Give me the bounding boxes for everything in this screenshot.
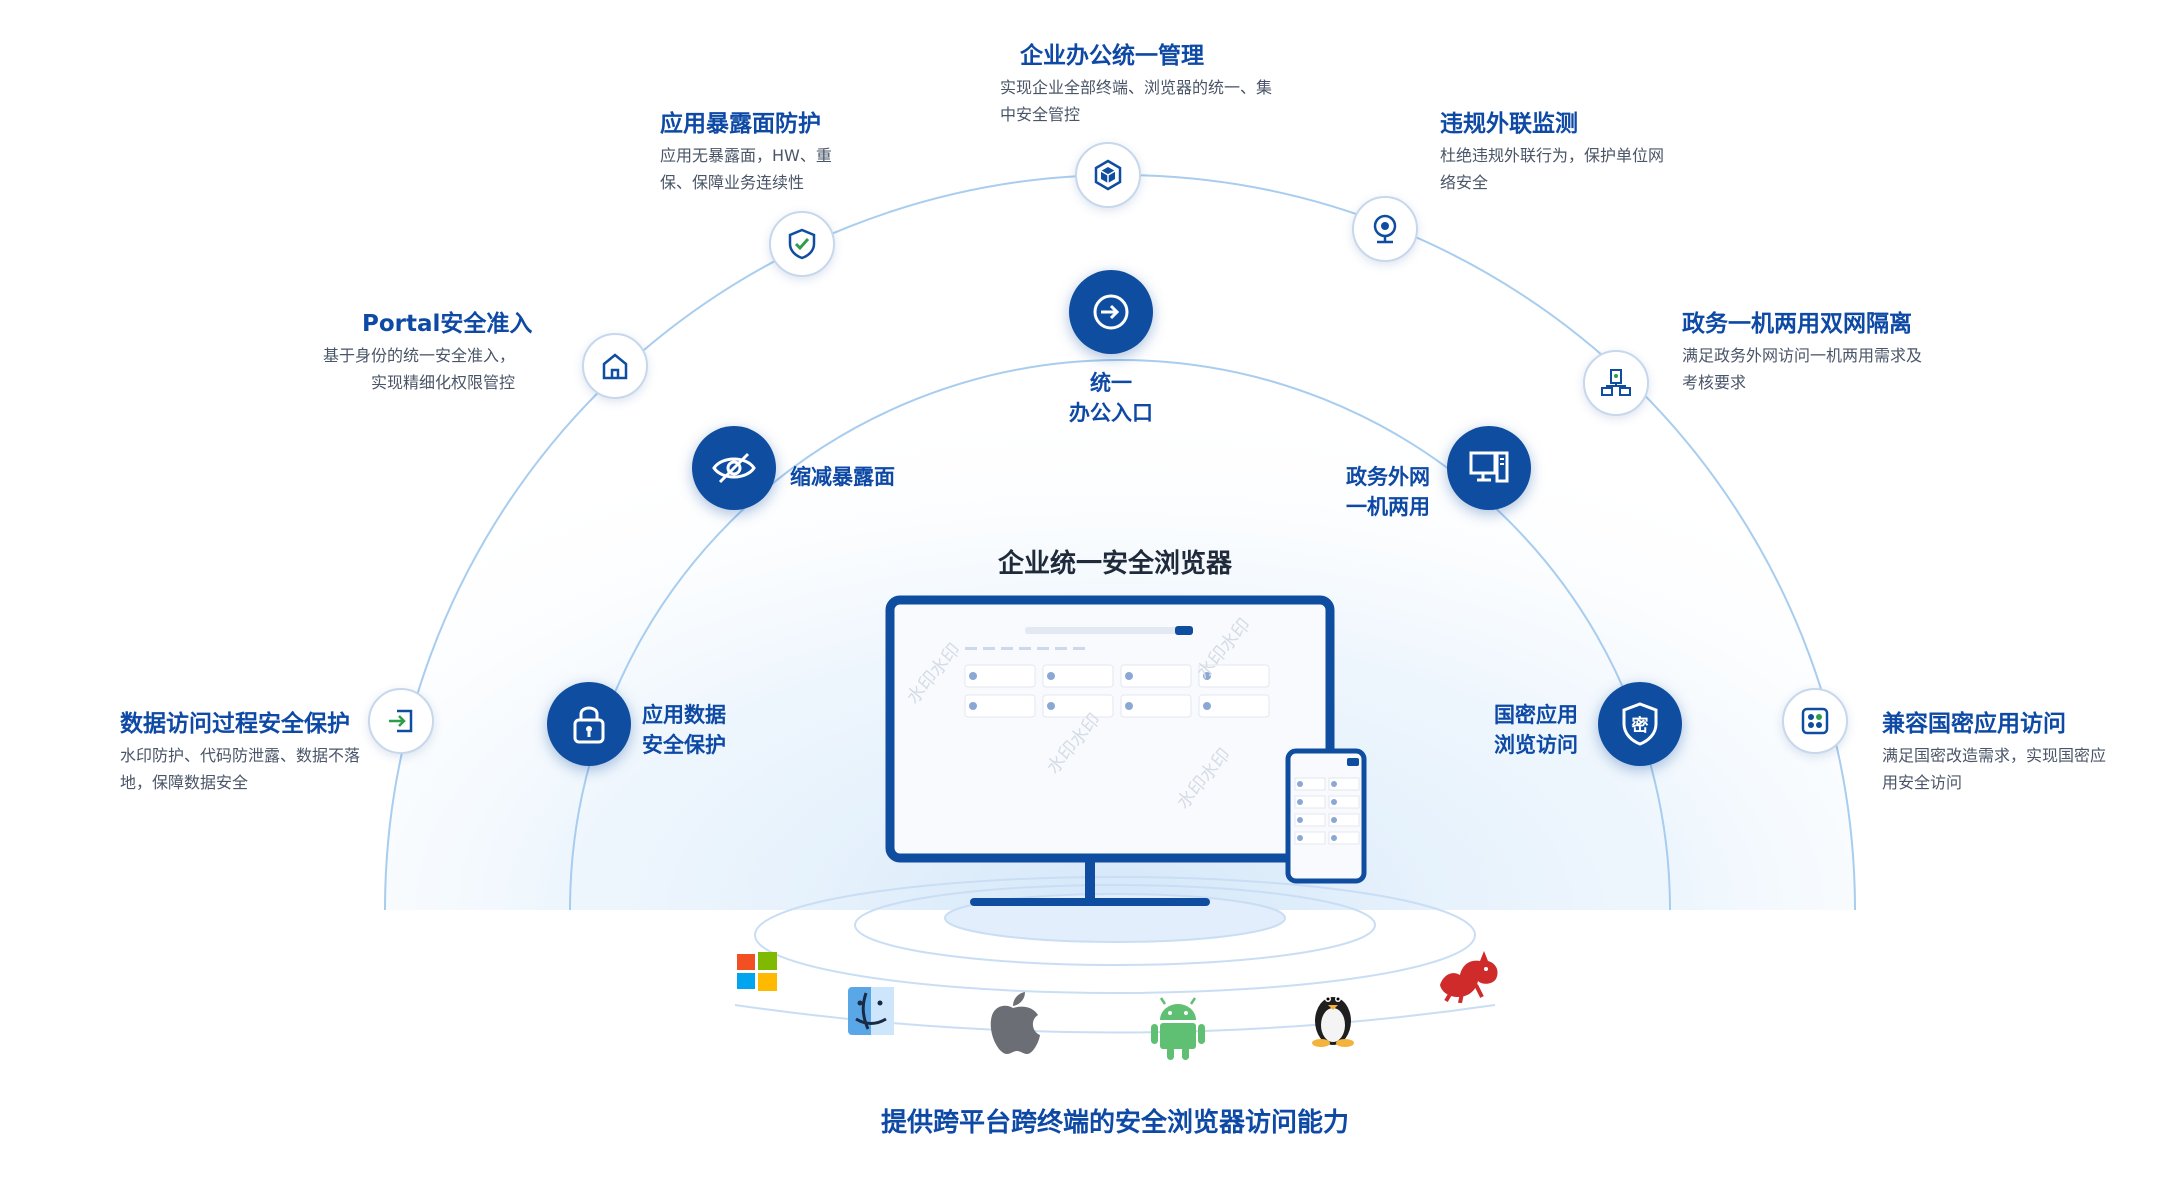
- windows-icon: [737, 952, 777, 991]
- kylin-icon: [1440, 951, 1498, 1003]
- network-icon: [1583, 350, 1649, 416]
- entry-label-line1: 统一: [1090, 371, 1132, 395]
- os-arc: [734, 1004, 1496, 1034]
- govnet-label-line1: 政务外网: [1346, 465, 1430, 489]
- monitor-icon: [1447, 426, 1531, 510]
- lock-icon: [547, 682, 631, 766]
- base-ring-1: [754, 876, 1476, 994]
- exposure-title: 应用暴露面防护: [660, 111, 821, 137]
- sm-shield-icon: 密: [1598, 682, 1682, 766]
- appdata-label-line2: 安全保护: [642, 733, 726, 757]
- portal-desc: 基于身份的统一安全准入，实现精细化权限管控: [322, 346, 515, 392]
- inner-arc: [569, 359, 1671, 911]
- android-icon: [1151, 997, 1205, 1060]
- eye-off-icon: [692, 426, 776, 510]
- gov-desc: 满足政务外网访问一机两用需求及考核要求: [1682, 346, 1923, 392]
- apps-icon: [1782, 688, 1848, 754]
- shield-check-icon: [769, 211, 835, 277]
- data-desc: 水印防护、代码防泄露、数据不落地，保障数据安全: [120, 746, 361, 792]
- data-title: 数据访问过程安全保护: [120, 711, 350, 737]
- portal-title: Portal安全准入: [362, 311, 533, 337]
- webcam-icon: [1352, 196, 1418, 262]
- finder-icon: [848, 987, 894, 1035]
- sm-label: 国密应用 浏览访问: [1468, 700, 1578, 760]
- govnet-label-line2: 一机两用: [1346, 495, 1430, 519]
- gov-title: 政务一机两用双网隔离: [1682, 311, 1912, 337]
- monitor-illustration: 水印水印 水印水印 水印水印 水印水印: [885, 595, 1335, 906]
- compat-title: 兼容国密应用访问: [1882, 711, 2066, 737]
- enter-icon: [1069, 270, 1153, 354]
- home-icon: [582, 333, 648, 399]
- phone-illustration: [1285, 748, 1367, 884]
- entry-label: 统一 办公入口: [1030, 368, 1192, 428]
- reduce-label: 缩减暴露面: [790, 465, 895, 489]
- illegal-title: 违规外联监测: [1440, 111, 1578, 137]
- sm-label-line2: 浏览访问: [1494, 733, 1578, 757]
- linux-icon: [1312, 996, 1354, 1047]
- center-title: 企业统一安全浏览器: [997, 549, 1232, 579]
- bottom-caption: 提供跨平台跨终端的安全浏览器访问能力: [880, 1108, 1349, 1138]
- entry-label-line2: 办公入口: [1069, 401, 1153, 425]
- apple-icon: [990, 992, 1040, 1054]
- office-title: 企业办公统一管理: [1020, 43, 1204, 69]
- office-desc: 实现企业全部终端、浏览器的统一、集中安全管控: [1000, 78, 1273, 124]
- exposure-desc: 应用无暴露面，HW、重保、保障业务连续性: [660, 146, 832, 192]
- compat-desc: 满足国密改造需求，实现国密应用安全访问: [1882, 746, 2107, 792]
- govnet-label: 政务外网 一机两用: [1320, 462, 1430, 522]
- appdata-label: 应用数据 安全保护: [642, 700, 726, 760]
- sm-glyph: 密: [1632, 715, 1649, 736]
- base-ring-2: [854, 884, 1376, 966]
- illegal-desc: 杜绝违规外联行为，保护单位网络安全: [1440, 146, 1665, 192]
- sm-label-line1: 国密应用: [1494, 703, 1578, 727]
- cube-icon: [1075, 142, 1141, 208]
- appdata-label-line1: 应用数据: [642, 703, 726, 727]
- login-icon: [368, 688, 434, 754]
